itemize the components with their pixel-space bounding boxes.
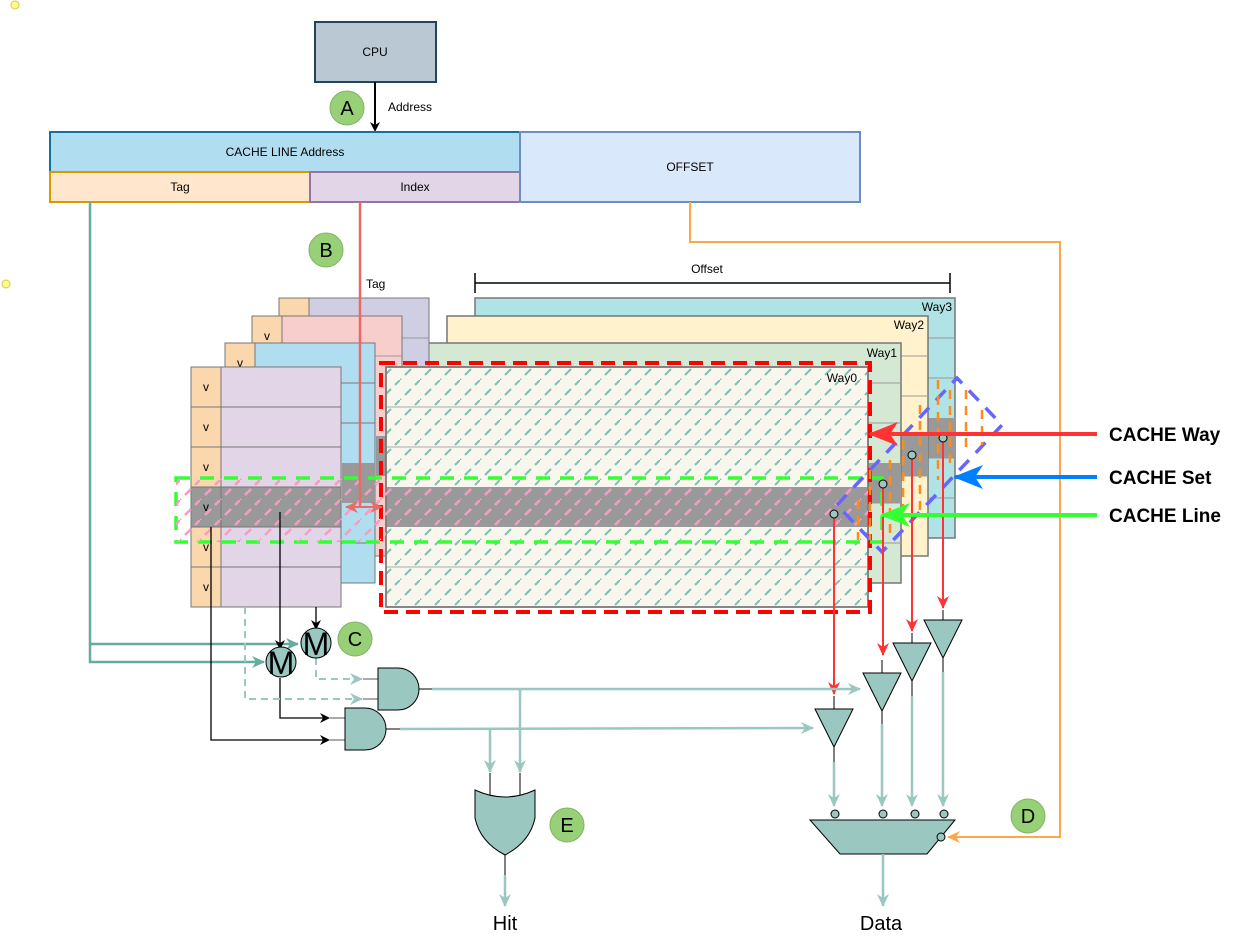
buffer-way2: [892, 633, 932, 807]
valid-bit-label: v: [203, 540, 209, 554]
address-fields: CACHE LINE Address Tag Index OFFSET: [49, 131, 861, 203]
tag-array-outputs: [210, 512, 363, 745]
buffer-way3: [923, 610, 963, 807]
cache-line-hatch: [176, 478, 386, 542]
badge-d: D: [1010, 798, 1046, 834]
offset-wire: [689, 202, 1061, 843]
way0-array: Way0: [385, 366, 869, 608]
tag-wire-0: [88, 644, 265, 668]
svg-text:D: D: [1021, 806, 1035, 828]
svg-text:M: M: [303, 626, 330, 662]
svg-text:E: E: [560, 815, 573, 837]
cache-line-address-label: CACHE LINE Address: [226, 145, 345, 159]
legend-cache-line: CACHE Line: [1109, 506, 1221, 527]
badge-e: E: [549, 807, 585, 843]
buffer-way1: [862, 660, 902, 807]
index-field-label: Index: [400, 180, 429, 194]
valid-bit-cell: [190, 566, 222, 608]
offset-field-label: OFFSET: [666, 160, 714, 174]
data-output-label: Data: [860, 913, 903, 935]
valid-bit-label: v: [203, 580, 209, 594]
tag-cell: [220, 406, 342, 448]
badge-c: C: [337, 621, 373, 657]
svg-text:C: C: [348, 629, 362, 651]
tag-array-label: Tag: [366, 277, 385, 291]
address-label: Address: [388, 100, 432, 114]
valid-bit-cell: [190, 366, 222, 408]
cpu-label: CPU: [362, 45, 387, 59]
svg-text:v: v: [237, 356, 243, 370]
hit-wires: [399, 683, 861, 773]
cache-set-highlight: [834, 375, 1005, 555]
svg-text:B: B: [319, 240, 332, 262]
svg-text:v: v: [264, 329, 270, 343]
or-gate: [474, 773, 536, 907]
legend-cache-way: CACHE Way: [1109, 425, 1221, 446]
valid-bit-label: v: [203, 420, 209, 434]
badge-b: B: [308, 232, 344, 268]
way2-label: Way2: [894, 318, 925, 332]
comparator-way1: M: [300, 626, 332, 662]
set-column-marks: [856, 380, 984, 540]
offset-dimension: Offset: [474, 262, 951, 293]
comparator-way0: M: [265, 645, 297, 681]
anchor-dot: [1, 279, 11, 289]
buffer-way0: [814, 696, 854, 807]
tag-field-label: Tag: [170, 180, 189, 194]
way1-label: Way1: [867, 346, 898, 360]
svg-text:A: A: [340, 98, 354, 120]
tag-cell: [220, 366, 342, 408]
way0-label: Way0: [827, 371, 858, 385]
and-gate-way1: [363, 667, 432, 711]
way3-label: Way3: [922, 300, 953, 314]
hit-output-label: Hit: [493, 913, 518, 935]
way-outputs: [828, 433, 949, 695]
valid-bit-label: v: [203, 380, 209, 394]
legend-cache-set: CACHE Set: [1109, 468, 1212, 489]
svg-text:M: M: [268, 645, 295, 681]
and-gate-way0: [330, 707, 400, 751]
offset-dimension-label: Offset: [691, 262, 723, 276]
badge-a: A: [329, 90, 365, 126]
data-mux: [808, 809, 957, 907]
anchor-dot: [10, 0, 20, 10]
valid-bit-label: v: [203, 460, 209, 474]
tag-cell: [220, 566, 342, 608]
cpu-block: CPU: [314, 21, 437, 83]
